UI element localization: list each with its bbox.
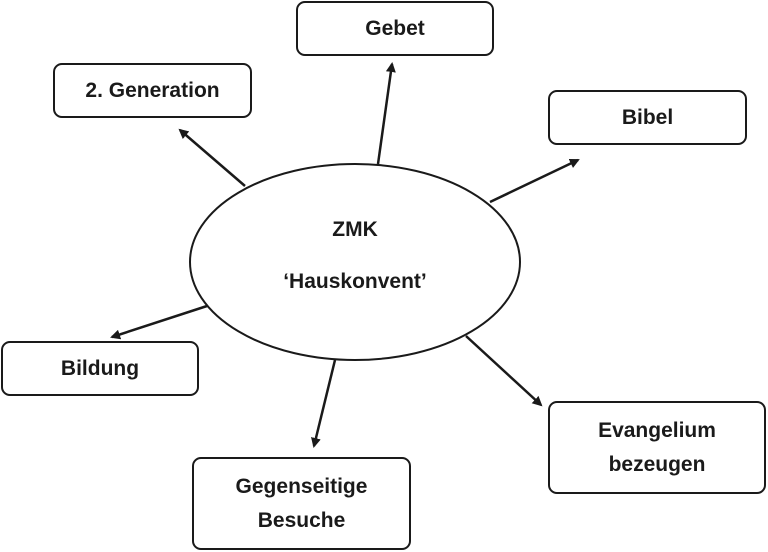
node-gebet-label: Gebet [365,16,425,40]
node-bildung-label: Bildung [60,356,140,380]
center-subtitle: ‘Hauskonvent’ [283,270,427,293]
node-evangelium: Evangelium bezeugen [548,401,766,494]
arrow-to-generation [178,128,246,187]
node-generation-label: 2. Generation [85,78,220,102]
arrow-to-evangelium [465,335,543,407]
node-besuche: Gegenseitige Besuche [192,457,411,550]
node-evangelium-label: Evangelium bezeugen [598,418,716,476]
node-besuche-label: Gegenseitige Besuche [235,474,368,532]
node-bibel-label: Bibel [621,105,674,129]
arrow-to-bibel [489,158,580,204]
arrow-to-besuche [311,359,337,448]
node-bibel: Bibel [548,90,747,145]
arrow-to-gebet [376,62,396,165]
center-title: ZMK [332,218,378,241]
node-bildung: Bildung [1,341,199,396]
center-ellipse [189,163,521,361]
node-gebet: Gebet [296,1,494,56]
arrow-to-bildung [110,304,208,340]
node-generation: 2. Generation [53,63,252,118]
